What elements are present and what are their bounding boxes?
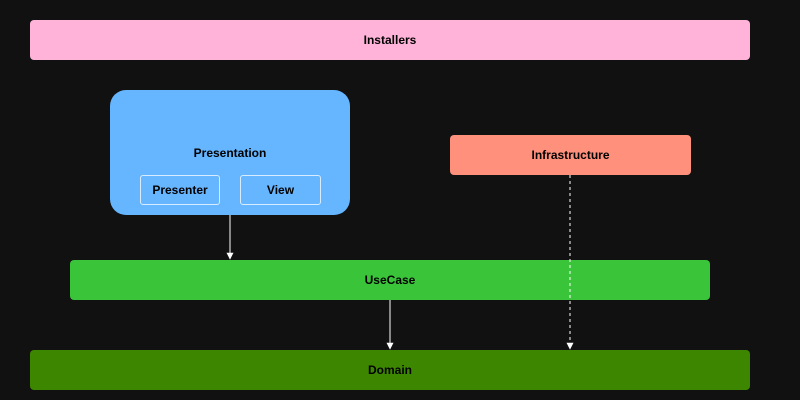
usecase-layer: UseCase xyxy=(70,260,710,300)
domain-layer: Domain xyxy=(30,350,750,390)
installers-layer: Installers xyxy=(30,20,750,60)
presentation-layer: Presentation Presenter View xyxy=(110,90,350,215)
infrastructure-layer: Infrastructure xyxy=(450,135,691,175)
view-box: View xyxy=(240,175,321,205)
infrastructure-label: Infrastructure xyxy=(531,148,610,162)
installers-label: Installers xyxy=(363,33,417,47)
presenter-box: Presenter xyxy=(140,175,220,205)
domain-label: Domain xyxy=(367,363,412,377)
view-label: View xyxy=(266,183,295,197)
presentation-label: Presentation xyxy=(193,146,267,160)
presenter-label: Presenter xyxy=(152,183,208,197)
usecase-label: UseCase xyxy=(364,273,416,287)
